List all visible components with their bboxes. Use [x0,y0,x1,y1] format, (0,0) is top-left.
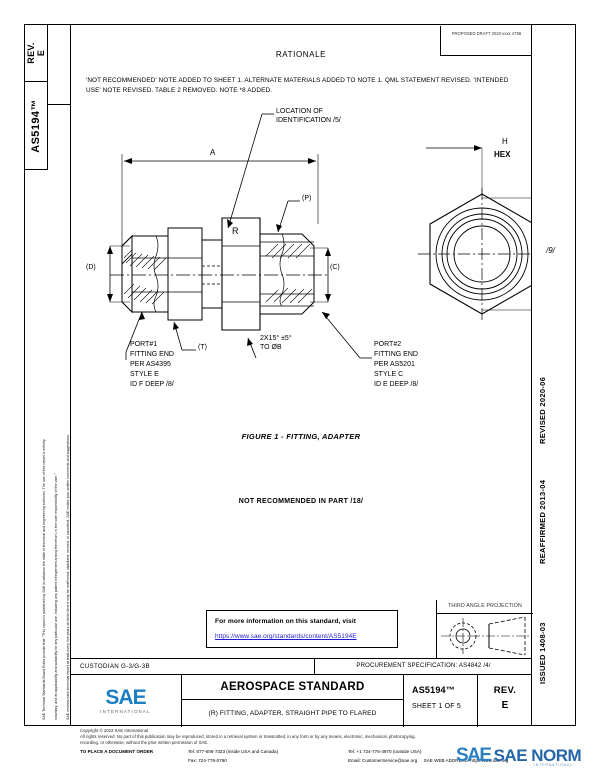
web-label: SAE WEB ADDRESS: [423,758,470,763]
tel-us: Tel: 877-606-7323 (inside USA and Canada… [188,749,279,754]
footer: Copyright © 2022 SAE International All r… [80,728,550,764]
location-identification-label: LOCATION OF IDENTIFICATION /5/ [276,107,341,125]
sae-logo-sub: INTERNATIONAL [100,709,151,714]
port1-note: PORT#1 FITTING END PER AS4395 STYLE E ID… [130,340,174,390]
port2-note: PORT#2 FITTING END PER AS5201 STYLE C ID… [374,340,418,390]
rev-vertical-box: REV. E [24,24,48,82]
port1-l1: FITTING END [130,351,174,358]
sheet-number: SHEET 1 OF 5 [412,703,461,710]
chamfer-note: 2X15° ±5° TO ØB [260,334,292,352]
procurement-spec-cell: PROCUREMENT SPECIFICATION: AS4842 /4/ [356,663,491,669]
rationale-title: RATIONALE [275,50,327,59]
revision-value: E [501,700,509,711]
tel-intl: Tel: +1 724-776-4970 (outside USA) [348,749,422,754]
watermark-norm-text: SAE NORM [493,746,582,765]
rights-line-2: recording, or otherwise, without the pri… [80,740,209,745]
more-info-text: For more information on this standard, v… [215,618,357,625]
dim-p-label: (P) [302,195,312,202]
email: Email: CustomerService@sae.org SAE WEB A… [348,757,548,764]
location-id-line1: LOCATION OF [276,108,323,115]
dim-t-label: (T) [198,344,207,351]
order-label: TO PLACE A DOCUMENT ORDER [80,749,154,754]
legal-margin-text: SAE Technical Standards Board Rules prov… [24,180,70,726]
rev-label: REV. [25,41,36,64]
sae-logo-mark: SAE [105,686,146,709]
chamfer-line1: 2X15° ±5° [260,335,292,342]
legal-line-2: voluntary, and its applicability and sui… [54,473,58,720]
rev-value: E [35,49,46,56]
figure-caption: FIGURE 1 - FITTING, ADAPTER [241,432,361,441]
dim-a-label: A [210,148,216,157]
hex-label: HEX [494,150,511,159]
aerospace-standard-title: AEROSPACE STANDARD [182,675,403,700]
title-cell: AEROSPACE STANDARD (R) FITTING, ADAPTER,… [182,675,404,727]
port2-l1: FITTING END [374,351,418,358]
standard-url-link[interactable]: https://www.sae.org/standards/content/AS… [215,633,357,640]
date-issued: ISSUED 1408-03 [538,622,547,684]
order-spacer [80,757,188,764]
copyright-line: Copyright © 2022 SAE International [80,728,149,733]
date-column: ISSUED 1408-03 REAFFIRMED 2013-04 REVISE… [532,24,576,726]
watermark-sub: INTERNATIONAL [534,763,573,767]
revision-cell: REV. E [478,675,532,727]
location-id-line2: IDENTIFICATION /5/ [276,117,341,124]
port2-l0: PORT#2 [374,341,402,348]
rights-line-1: All rights reserved. No part of this pub… [80,734,416,739]
port1-l3: STYLE E [130,371,159,378]
third-angle-projection-box: THIRD ANGLE PROJECTION [436,600,533,658]
watermark-sae-mark: SAE [456,745,492,766]
port1-l0: PORT#1 [130,341,158,348]
draft-stamp-box: PROPOSED DRAFT 2022-xxxx 4756 [440,26,532,56]
dim-d-label: (D) [86,264,96,271]
sheet-border [24,24,576,726]
port2-l4: ID E DEEP /8/ [374,381,419,388]
projection-symbol-icon [441,616,529,656]
custodian-cell: CUSTODIAN G-3/G-3B [70,659,315,675]
title-block-row-1: CUSTODIAN G-3/G-3B PROCUREMENT SPECIFICA… [70,659,532,675]
more-information-box: For more information on this standard, v… [206,610,398,648]
doc-number-vertical-box: AS5194™ [24,82,48,170]
legal-line-1: SAE Technical Standards Board Rules prov… [42,439,46,720]
document-number-cell: AS5194™ SHEET 1 OF 5 [404,675,478,727]
svg-text:R: R [232,226,239,236]
port1-l2: PER AS4395 [130,361,171,368]
document-description: (R) FITTING, ADAPTER, STRAIGHT PIPE TO F… [208,710,377,717]
figure-1-drawing: R [70,106,555,590]
port2-l2: PER AS5201 [374,361,415,368]
dim-h-label: H [502,137,508,146]
dim-9-label: /9/ [546,246,555,255]
doc-number-vertical-text: AS5194™ [29,98,42,153]
rev-vertical-text: REV. E [26,42,46,63]
rationale-divider [48,104,70,105]
date-revised: REVISED 2020-06 [538,376,547,444]
revision-label: REV. [493,685,517,696]
projection-title: THIRD ANGLE PROJECTION [437,600,533,614]
sae-norm-watermark: SAE SAE NORM INTERNATIONAL [456,738,596,774]
rationale-body: 'NOT RECOMMENDED' NOTE ADDED TO SHEET 1.… [86,77,509,94]
web-url[interactable]: http://www.sae.org [470,758,509,763]
dim-c-label: (C) [330,264,340,271]
title-block: CUSTODIAN G-3/G-3B PROCUREMENT SPECIFICA… [70,658,532,727]
email-text: Email: CustomerService@sae.org [348,758,418,763]
sheet-inner-frame [70,24,532,726]
fax: Fax: 724-776-0790 [188,758,227,763]
not-recommended-note: NOT RECOMMENDED IN PART /18/ [238,498,364,505]
chamfer-line2: TO ØB [260,344,282,351]
port2-l3: STYLE C [374,371,404,378]
sae-logo: SAE INTERNATIONAL [70,675,182,727]
order-row-1: TO PLACE A DOCUMENT ORDER Tel: 877-606-7… [80,748,550,755]
order-row-2: Fax: 724-776-0790 Email: CustomerService… [80,757,550,764]
title-block-row-2: SAE INTERNATIONAL AEROSPACE STANDARD (R)… [70,675,532,727]
document-number: AS5194™ [412,685,455,695]
date-reaffirmed: REAFFIRMED 2013-04 [538,479,547,564]
port1-l4: ID F DEEP /8/ [130,381,174,388]
